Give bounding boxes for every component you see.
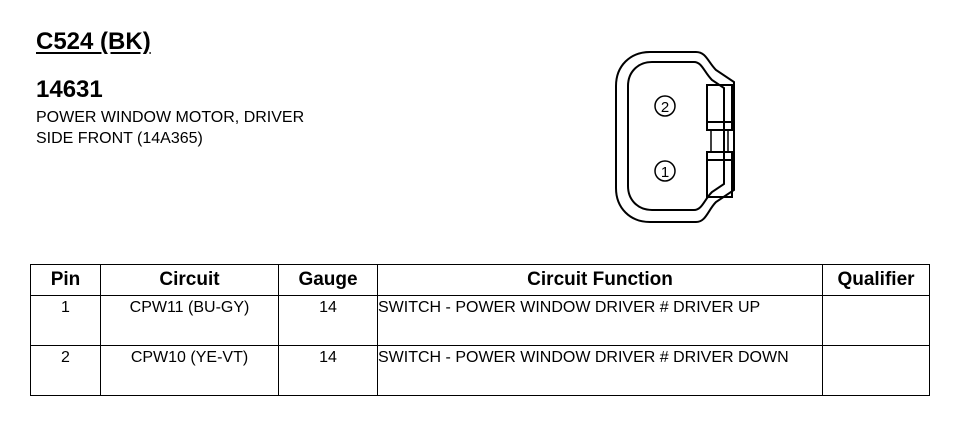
pin-2-label: 2 <box>661 99 669 116</box>
pin-2-marker: 2 <box>654 95 676 117</box>
cell-pin: 2 <box>30 345 101 396</box>
table-row: 2 CPW10 (YE-VT) 14 SWITCH - POWER WINDOW… <box>30 345 930 396</box>
connector-id: C524 (BK) <box>36 28 151 55</box>
cell-circuit: CPW10 (YE-VT) <box>100 345 279 396</box>
description-line-2: SIDE FRONT (14A365) <box>36 130 203 147</box>
cell-gauge: 14 <box>278 345 378 396</box>
connector-description: POWER WINDOW MOTOR, DRIVER SIDE FRONT (1… <box>36 107 304 149</box>
cell-pin: 1 <box>30 295 101 346</box>
header-pin: Pin <box>30 264 101 296</box>
terminal-slot-bottom <box>706 151 733 198</box>
cell-circuit-function: SWITCH - POWER WINDOW DRIVER # DRIVER UP <box>377 295 823 346</box>
cell-circuit-function: SWITCH - POWER WINDOW DRIVER # DRIVER DO… <box>377 345 823 396</box>
cell-circuit: CPW11 (BU-GY) <box>100 295 279 346</box>
cell-gauge: 14 <box>278 295 378 346</box>
header-circuit-function: Circuit Function <box>377 264 823 296</box>
header-circuit: Circuit <box>100 264 279 296</box>
locking-tab <box>710 129 729 153</box>
connector-inner-outline <box>627 61 725 211</box>
pin-1-label: 1 <box>661 164 669 181</box>
part-number: 14631 <box>36 76 103 103</box>
pinout-table: Pin Circuit Gauge Circuit Function Quali… <box>30 264 930 396</box>
description-line-1: POWER WINDOW MOTOR, DRIVER <box>36 109 305 126</box>
header-gauge: Gauge <box>278 264 378 296</box>
table-row: 1 CPW11 (BU-GY) 14 SWITCH - POWER WINDOW… <box>30 295 930 346</box>
cell-qualifier <box>822 345 930 396</box>
cell-qualifier <box>822 295 930 346</box>
connector-face-diagram: 2 1 <box>615 51 735 223</box>
terminal-slot-top <box>706 84 733 131</box>
connector-outer-outline <box>615 51 735 223</box>
pin-1-marker: 1 <box>654 160 676 182</box>
header-qualifier: Qualifier <box>822 264 930 296</box>
table-header-row: Pin Circuit Gauge Circuit Function Quali… <box>30 264 930 296</box>
